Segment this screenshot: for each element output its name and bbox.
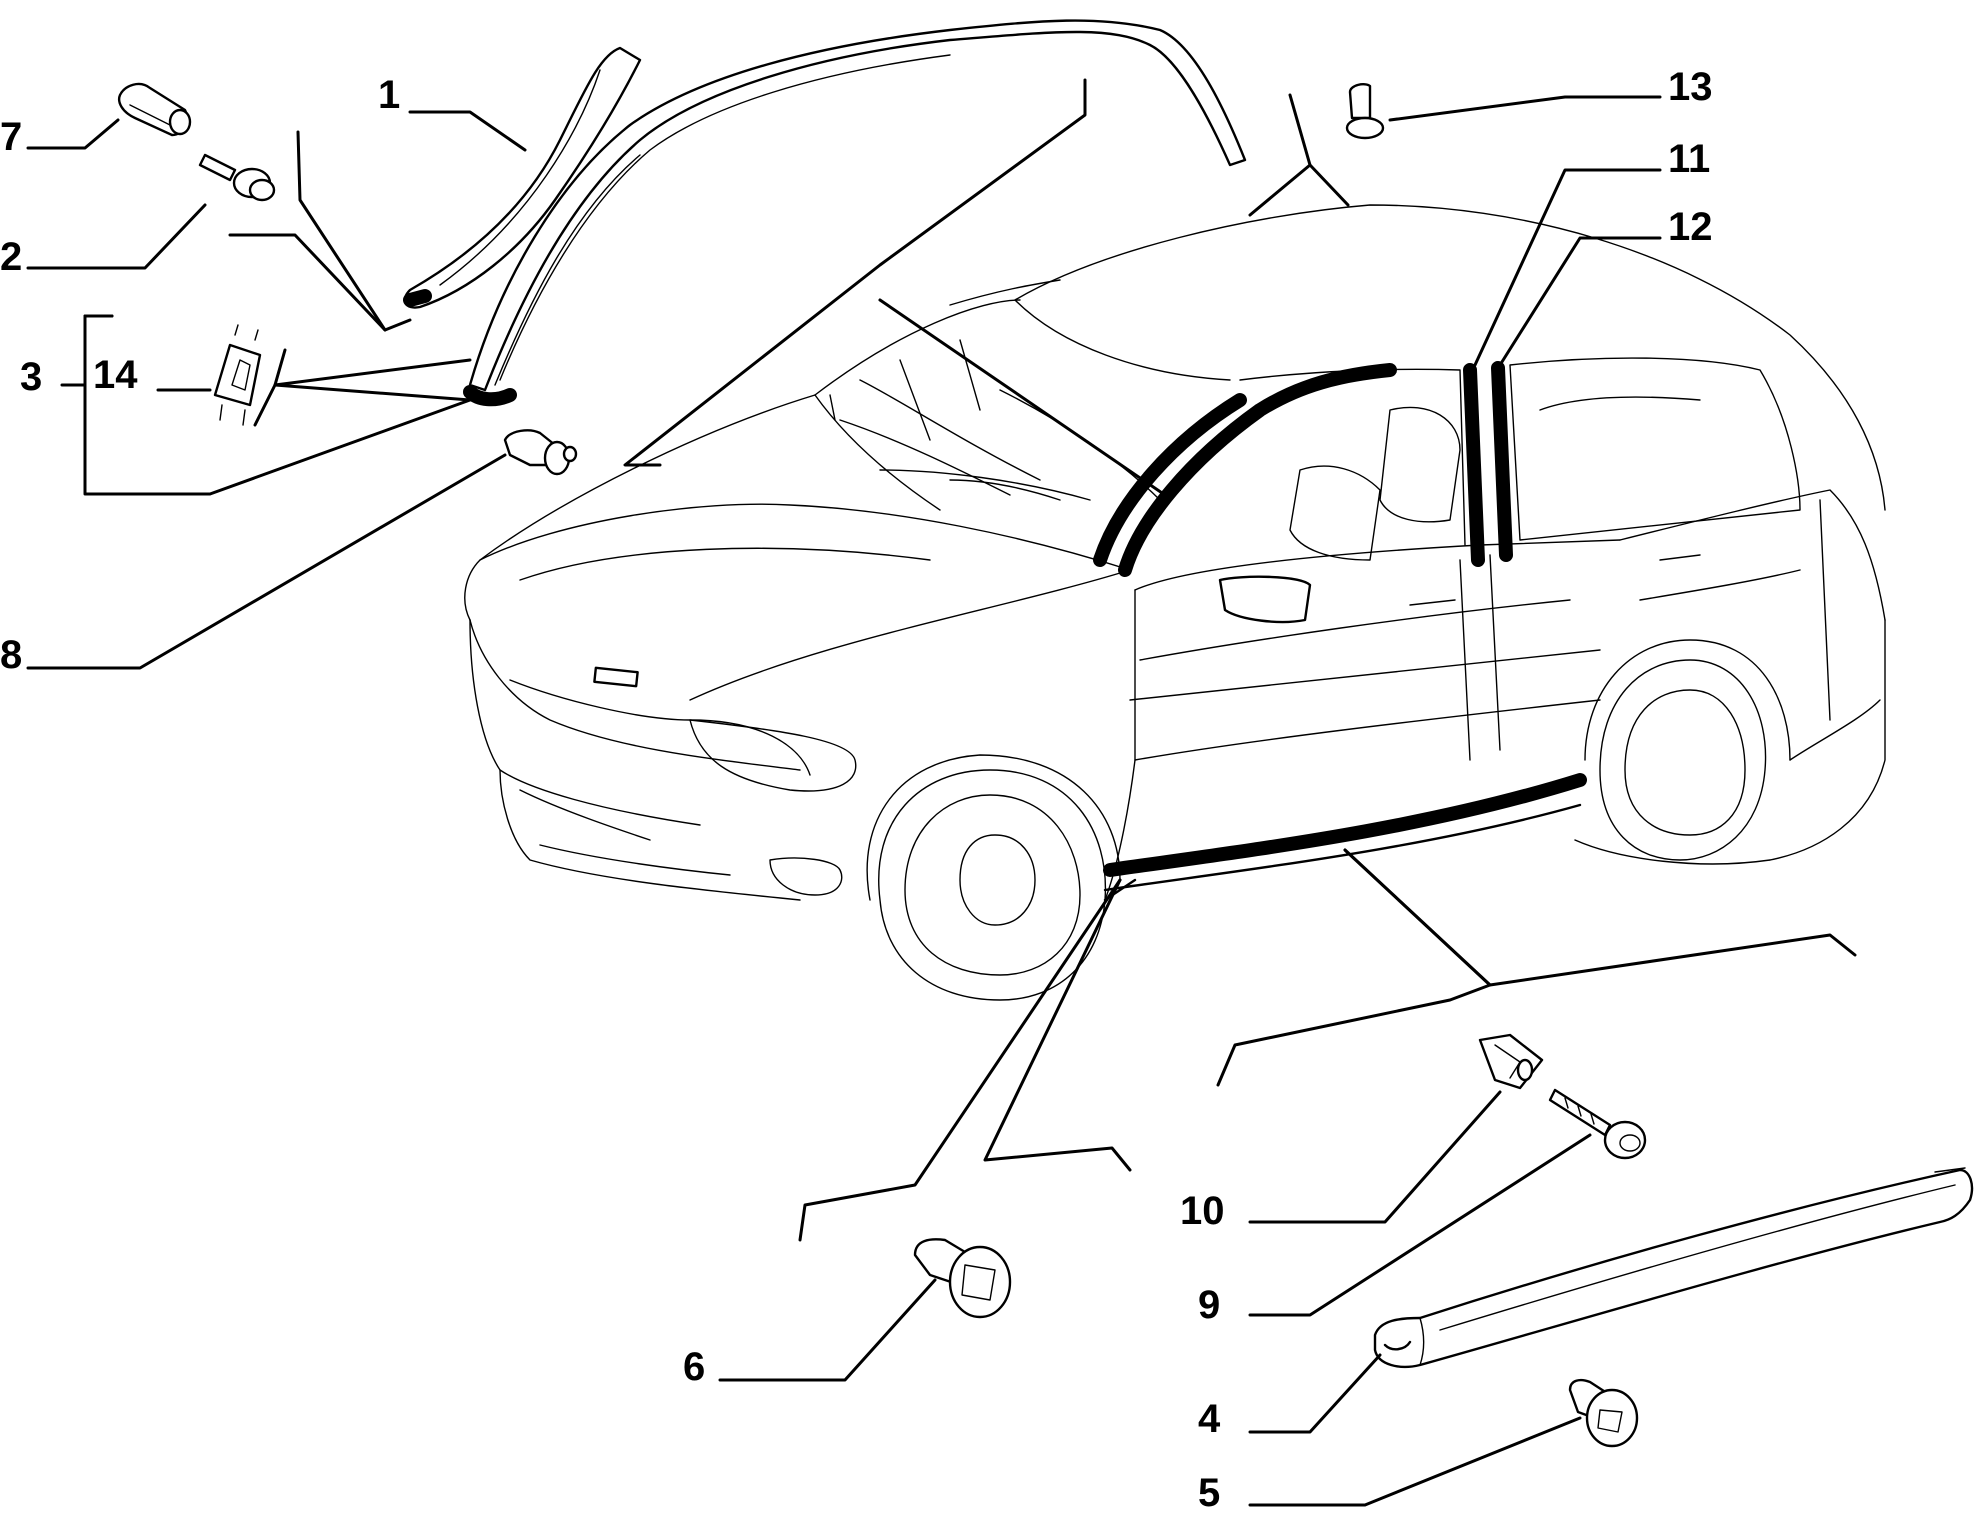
callout-11: 11 [1668,137,1710,181]
callout-8: 8 [0,633,22,677]
part-4-sill-moulding [1373,1167,1974,1369]
leader-lines [26,78,1857,1507]
callout-2: 2 [0,235,22,279]
part-2-screw [198,153,276,202]
car-body-drawing [464,204,1886,1001]
part-5-plug [1568,1378,1639,1448]
callout-10: 10 [1180,1189,1225,1233]
part-7-plug [118,82,192,137]
callout-13: 13 [1668,65,1713,109]
part-10-clip-nut [1478,1033,1544,1090]
callout-7: 7 [0,115,22,159]
part-13-cap [1345,83,1385,140]
callout-labels: 1 7 2 3 14 8 13 11 12 10 9 4 5 6 [0,65,1713,1513]
callout-6: 6 [683,1345,705,1389]
part-8-push-clip [503,429,578,476]
callout-5: 5 [1198,1471,1220,1513]
callout-1: 1 [378,73,400,117]
callout-3: 3 [20,355,42,399]
part-14-clip [213,324,262,426]
part-6-grommet [913,1238,1012,1319]
callout-4: 4 [1198,1397,1221,1441]
callout-12: 12 [1668,205,1713,249]
callout-9: 9 [1198,1283,1220,1327]
part-3-roof-seal [463,19,1247,407]
highlighted-seals [1093,361,1587,892]
part-1-pillar-trim [403,46,642,309]
part-9-screw [1548,1088,1647,1160]
callout-14: 14 [93,353,138,397]
